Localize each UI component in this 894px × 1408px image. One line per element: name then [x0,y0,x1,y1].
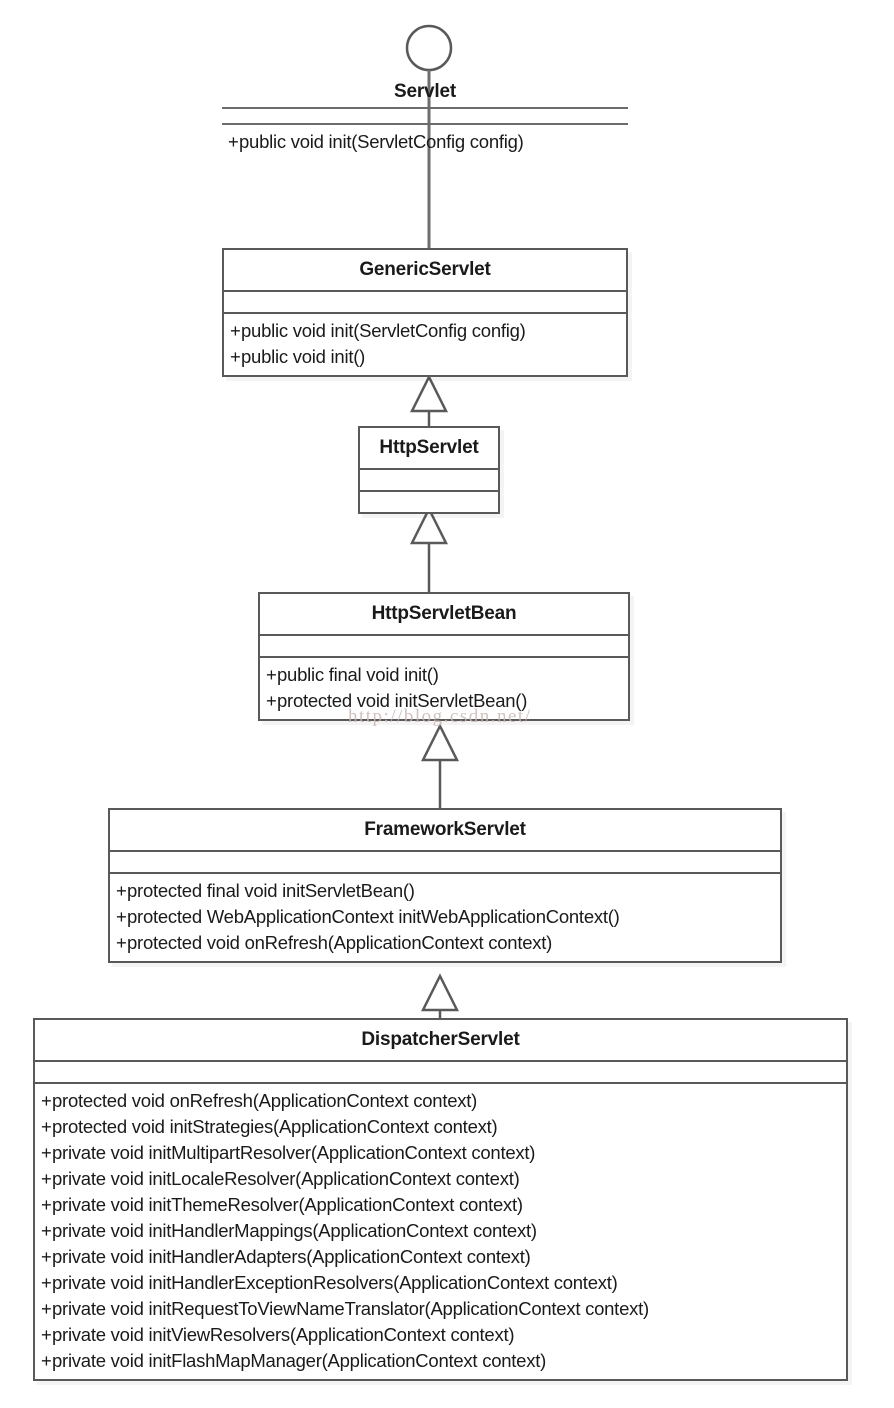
operation-row: +private void initLocaleResolver(Applica… [35,1166,846,1192]
visibility-marker: + [116,880,127,901]
operation-row: +private void initViewResolvers(Applicat… [35,1322,846,1348]
compartment-separator [260,634,628,636]
operation-signature: private void initHandlerAdapters(Applica… [52,1246,531,1267]
generalization-arrowhead-icon [409,506,449,545]
class-box-dispatcher-servlet[interactable]: DispatcherServlet +protected void onRefr… [33,1018,848,1381]
class-name-generic-servlet: GenericServlet [359,259,491,280]
visibility-marker: + [41,1142,52,1163]
visibility-marker: + [230,320,241,341]
operations-compartment-http-servlet-bean: +public final void init() +protected voi… [260,658,628,719]
visibility-marker: + [266,690,277,711]
compartment-separator [224,312,626,314]
visibility-marker: + [41,1116,52,1137]
operation-signature: private void initHandlerExceptionResolve… [52,1272,618,1293]
operation-row: +protected void initServletBean() [260,688,628,714]
operations-compartment-http-servlet [360,492,498,512]
operation-row: +protected void onRefresh(ApplicationCon… [35,1088,846,1114]
class-box-http-servlet-bean[interactable]: HttpServletBean +public final void init(… [258,592,630,721]
operation-signature: private void initRequestToViewNameTransl… [52,1298,649,1319]
class-name-http-servlet-bean: HttpServletBean [371,603,517,624]
visibility-marker: + [266,664,277,685]
operation-row: +public void init() [224,344,626,370]
operation-signature: protected void initServletBean() [277,690,528,711]
operation-signature: public void init(ServletConfig config) [241,320,526,341]
operation-row: +public void init(ServletConfig config) [224,318,626,344]
compartment-separator [35,1060,846,1062]
attributes-compartment-http-servlet-bean [260,636,628,656]
operation-row: +private void initHandlerMappings(Applic… [35,1218,846,1244]
attributes-compartment-http-servlet [360,470,498,490]
operation-signature: protected void onRefresh(ApplicationCont… [52,1090,478,1111]
operations-compartment-framework-servlet: +protected final void initServletBean() … [110,874,780,961]
compartment-separator [222,107,628,109]
visibility-marker: + [41,1168,52,1189]
class-box-servlet[interactable]: Servlet +public void init(ServletConfig … [222,82,628,160]
operation-row: +public void init(ServletConfig config) [222,129,628,155]
operations-compartment-servlet: +public void init(ServletConfig config) [222,125,628,160]
operation-row: +public final void init() [260,662,628,688]
visibility-marker: + [41,1272,52,1293]
interface-circle-icon [405,24,453,72]
operation-signature: protected void initStrategies(Applicatio… [52,1116,498,1137]
operation-row: +protected void initStrategies(Applicati… [35,1114,846,1140]
operation-signature: protected void onRefresh(ApplicationCont… [127,932,553,953]
class-box-framework-servlet[interactable]: FrameworkServlet +protected final void i… [108,808,782,963]
generalization-arrowhead-icon [420,723,460,762]
operation-signature: private void initHandlerMappings(Applica… [52,1220,537,1241]
class-name-http-servlet: HttpServlet [379,437,479,458]
class-name-servlet: Servlet [394,81,456,102]
visibility-marker: + [41,1090,52,1111]
visibility-marker: + [41,1246,52,1267]
visibility-marker: + [41,1324,52,1345]
class-name-framework-servlet: FrameworkServlet [364,819,526,840]
operation-row: +protected void onRefresh(ApplicationCon… [110,930,780,956]
operation-signature: private void initThemeResolver(Applicati… [52,1194,523,1215]
generalization-arrowhead-icon [409,374,449,413]
operation-row: +private void initFlashMapManager(Applic… [35,1348,846,1374]
visibility-marker: + [41,1220,52,1241]
class-box-generic-servlet[interactable]: GenericServlet +public void init(Servlet… [222,248,628,377]
operation-signature: protected WebApplicationContext initWebA… [127,906,620,927]
operation-signature: public final void init() [277,664,439,685]
operations-compartment-dispatcher-servlet: +protected void onRefresh(ApplicationCon… [35,1084,846,1379]
compartment-separator [360,468,498,470]
visibility-marker: + [116,906,127,927]
operation-signature: public void init() [241,346,366,367]
operation-row: +protected WebApplicationContext initWeb… [110,904,780,930]
visibility-marker: + [230,346,241,367]
operation-row: +private void initRequestToViewNameTrans… [35,1296,846,1322]
visibility-marker: + [116,932,127,953]
class-name-dispatcher-servlet: DispatcherServlet [361,1029,520,1050]
operation-row: +protected final void initServletBean() [110,878,780,904]
operation-row: +private void initMultipartResolver(Appl… [35,1140,846,1166]
visibility-marker: + [41,1350,52,1371]
operation-row: +private void initHandlerAdapters(Applic… [35,1244,846,1270]
operation-signature: private void initViewResolvers(Applicati… [52,1324,515,1345]
visibility-marker: + [41,1194,52,1215]
attributes-compartment-servlet [222,109,628,123]
operations-compartment-generic-servlet: +public void init(ServletConfig config) … [224,314,626,375]
attributes-compartment-framework-servlet [110,852,780,872]
visibility-marker: + [41,1298,52,1319]
compartment-separator [222,123,628,125]
operation-signature: private void initFlashMapManager(Applica… [52,1350,547,1371]
compartment-separator [110,872,780,874]
operation-signature: public void init(ServletConfig config) [239,131,524,152]
attributes-compartment-generic-servlet [224,292,626,312]
operation-row: +private void initHandlerExceptionResolv… [35,1270,846,1296]
compartment-separator [224,290,626,292]
operation-signature: protected final void initServletBean() [127,880,415,901]
watermark-text: http://blog.csdn.net/ [348,706,532,727]
operation-signature: private void initLocaleResolver(Applicat… [52,1168,520,1189]
attributes-compartment-dispatcher-servlet [35,1062,846,1082]
compartment-separator [35,1082,846,1084]
compartment-separator [360,490,498,492]
visibility-marker: + [228,131,239,152]
compartment-separator [260,656,628,658]
compartment-separator [110,850,780,852]
class-box-http-servlet[interactable]: HttpServlet [358,426,500,514]
generalization-arrowhead-icon [420,973,460,1012]
operation-row: +private void initThemeResolver(Applicat… [35,1192,846,1218]
operation-signature: private void initMultipartResolver(Appli… [52,1142,536,1163]
